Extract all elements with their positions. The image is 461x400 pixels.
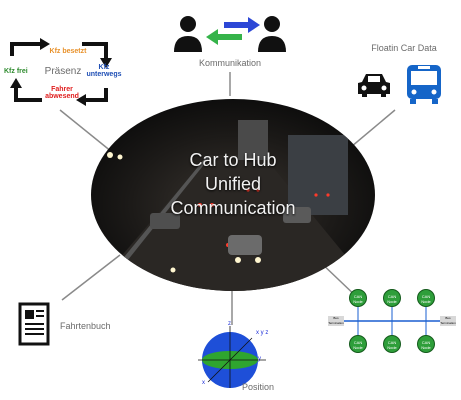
bus-terminator-right: Bus Termination xyxy=(440,316,456,326)
axis-label-z: z xyxy=(228,321,231,327)
cycle-arrows-icon xyxy=(10,38,112,106)
presenz-cycle: Kfz besetzt Kfz frei Präsenz Kfz unterwe… xyxy=(4,34,124,114)
globe-icon xyxy=(198,326,266,388)
can-node: CAN Node xyxy=(349,335,367,353)
connector-presenz xyxy=(59,109,113,153)
can-node: CAN Node xyxy=(383,289,401,307)
fahrtenbuch-label: Fahrtenbuch xyxy=(60,321,111,331)
kommunikation-icon xyxy=(174,16,286,52)
connector-fahrtenbuch xyxy=(61,254,121,301)
can-node: CAN Node xyxy=(417,289,435,307)
arrow-right-head xyxy=(248,17,260,33)
center-traffic-image xyxy=(91,99,375,291)
state-bottom: Fahrer abwesend xyxy=(45,86,79,100)
can-node: CAN Node xyxy=(349,289,367,307)
can-node: CAN Node xyxy=(383,335,401,353)
logbook-icon xyxy=(18,302,50,346)
center-title-line2: Unified xyxy=(204,174,262,194)
axis-label-x: x xyxy=(202,380,205,386)
floating-label: Floatin Car Data xyxy=(371,43,437,53)
state-left: Kfz frei xyxy=(4,68,28,75)
axis-label-xyz: x y z xyxy=(256,330,269,336)
arrow-left-shaft xyxy=(216,34,242,40)
state-right: Kfz unterwegs xyxy=(86,64,122,78)
can-node: CAN Node xyxy=(417,335,435,353)
arrow-left-head xyxy=(206,29,218,45)
bus-terminator-left: Bus Termination xyxy=(328,316,344,326)
position-label: Position xyxy=(242,382,275,392)
center-title-line3: Communication xyxy=(170,198,296,218)
center-title-line1: Car to Hub xyxy=(189,150,277,170)
axis-label-y: y xyxy=(258,356,261,362)
arrow-right-shaft xyxy=(224,22,250,28)
can-bus-diagram: Bus Termination Bus Termination CAN Node… xyxy=(328,283,456,359)
state-top: Kfz besetzt xyxy=(49,48,87,55)
bus-icon xyxy=(407,65,441,104)
center-title: Car to Hub Unified Communication xyxy=(128,148,338,220)
kommunikation-label: Kommunikation xyxy=(198,58,262,68)
presenz-title: Präsenz xyxy=(44,66,82,77)
car-icon xyxy=(358,74,390,97)
